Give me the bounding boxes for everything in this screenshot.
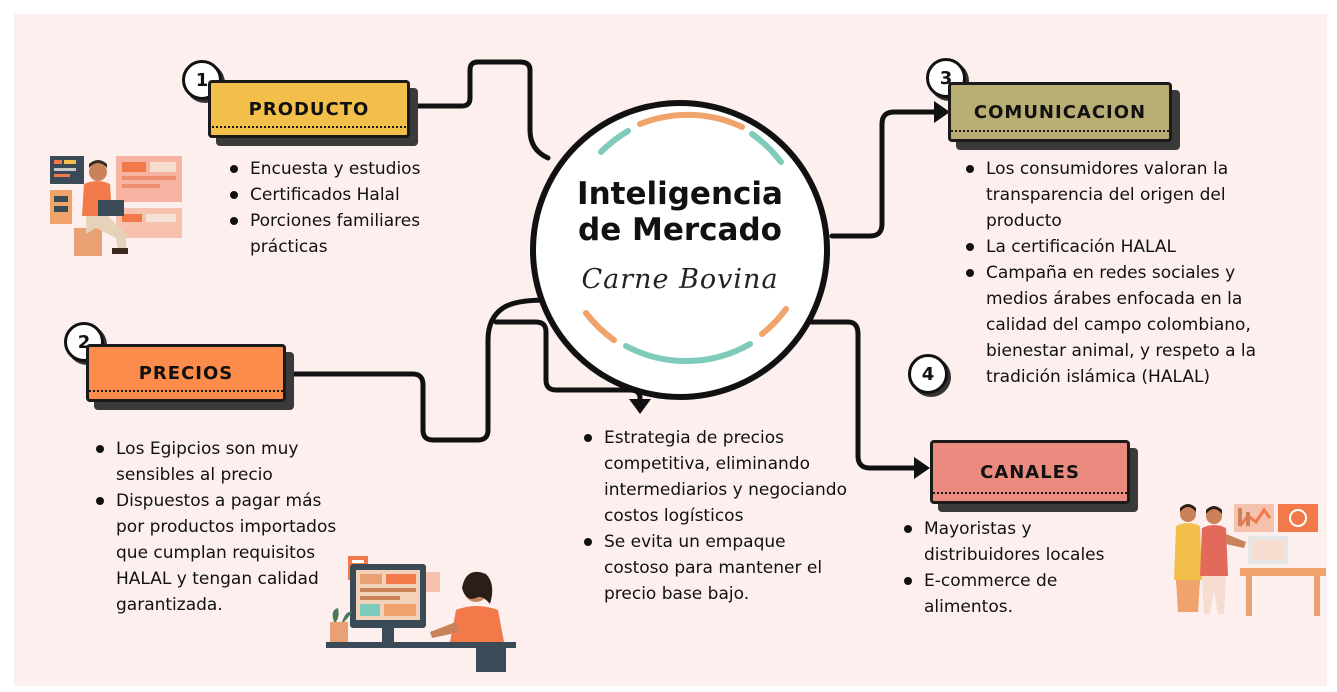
precios-bullets: Los Egipcios son muy sensibles al precio… — [92, 436, 348, 618]
bullet-item: Mayoristas y distribuidores locales — [900, 516, 1150, 568]
canales-label: CANALES — [980, 461, 1080, 483]
bullet-item: Dispuestos a pagar más por productos imp… — [92, 488, 348, 618]
center-subtitle: Carne Bovina — [581, 264, 779, 295]
box-edge — [930, 492, 1130, 504]
precios-label: PRECIOS — [138, 362, 234, 384]
person-computer-illustration — [326, 556, 516, 672]
connector-canales — [777, 319, 921, 471]
canales-bullets: Mayoristas y distribuidores locales E-co… — [900, 516, 1150, 620]
bullet-item: E-commerce de alimentos. — [900, 568, 1150, 620]
comunicacion-label: COMUNICACION — [973, 101, 1147, 123]
bullet-item: Encuesta y estudios — [226, 156, 486, 182]
comunicacion-box: COMUNICACION — [948, 82, 1172, 142]
connector-precios — [287, 297, 549, 443]
person-laptop-illustration — [50, 156, 182, 256]
estrategia-bullets: Estrategia de precios competitiva, elimi… — [580, 425, 850, 607]
center-title-line2: de Mercado — [578, 212, 782, 248]
bullet-item: Campaña en redes sociales y medios árabe… — [962, 260, 1302, 390]
bullet-item: Estrategia de precios competitiva, elimi… — [580, 425, 850, 529]
number-badge-4: 4 — [908, 354, 948, 394]
producto-label: PRODUCTO — [248, 98, 370, 120]
producto-bullets: Encuesta y estudios Certificados Halal P… — [226, 156, 486, 260]
bullet-item: Certificados Halal — [226, 182, 486, 208]
center-title: Inteligencia de Mercado — [540, 176, 820, 248]
precios-box: PRECIOS — [86, 344, 286, 402]
comunicacion-bullets: Los consumidores valoran la transparenci… — [962, 156, 1302, 390]
bullet-item: La certificación HALAL — [962, 234, 1302, 260]
team-presentation-illustration — [1174, 504, 1326, 616]
bullet-item: Se evita un empaque costoso para mantene… — [580, 529, 850, 607]
bullet-item: Los consumidores valoran la transparenci… — [962, 156, 1302, 234]
arrowhead-comunicacion — [934, 101, 950, 123]
canales-box: CANALES — [930, 440, 1130, 504]
arrowhead-canales — [914, 457, 930, 479]
box-edge — [948, 130, 1172, 142]
box-edge — [208, 126, 410, 138]
arrowhead-estrategia — [629, 399, 651, 414]
box-edge — [86, 390, 286, 402]
center-title-line1: Inteligencia — [577, 176, 783, 212]
bullet-item: Los Egipcios son muy sensibles al precio — [92, 436, 348, 488]
arrowhead-producto — [402, 95, 418, 117]
center-circle — [530, 100, 830, 400]
connector-comunicacion — [829, 109, 943, 239]
connector-producto — [412, 59, 551, 161]
bullet-item: Porciones familiares prácticas — [226, 208, 486, 260]
producto-box: PRODUCTO — [208, 80, 410, 138]
